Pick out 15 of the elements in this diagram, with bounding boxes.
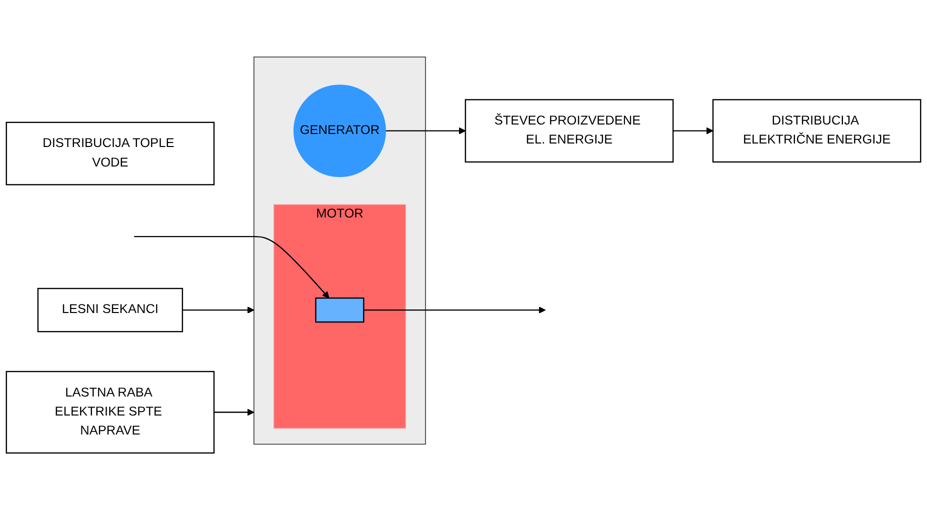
arrow <box>182 306 254 314</box>
node-box: LESNI SEKANCI <box>37 288 184 332</box>
node-box: LASTNA RABA ELEKTRIKE SPTE NAPRAVE <box>6 370 215 454</box>
node-box: ŠTEVEC PROIZVEDENE EL. ENERGIJE <box>464 99 674 163</box>
arrow <box>134 236 330 298</box>
arrow <box>386 127 466 134</box>
arrow <box>673 127 714 134</box>
arrow <box>214 408 254 416</box>
cluster: MOTOR <box>274 204 406 429</box>
arrow <box>364 306 546 314</box>
node-box: DISTRIBUCIJA ELEKTRIČNE ENERGIJE <box>712 99 922 163</box>
node-box: DISTRIBUCIJA TOPLE VODE <box>6 122 215 186</box>
cluster <box>254 56 426 445</box>
node-circle: GENERATOR <box>293 84 386 178</box>
node-box <box>315 297 364 323</box>
